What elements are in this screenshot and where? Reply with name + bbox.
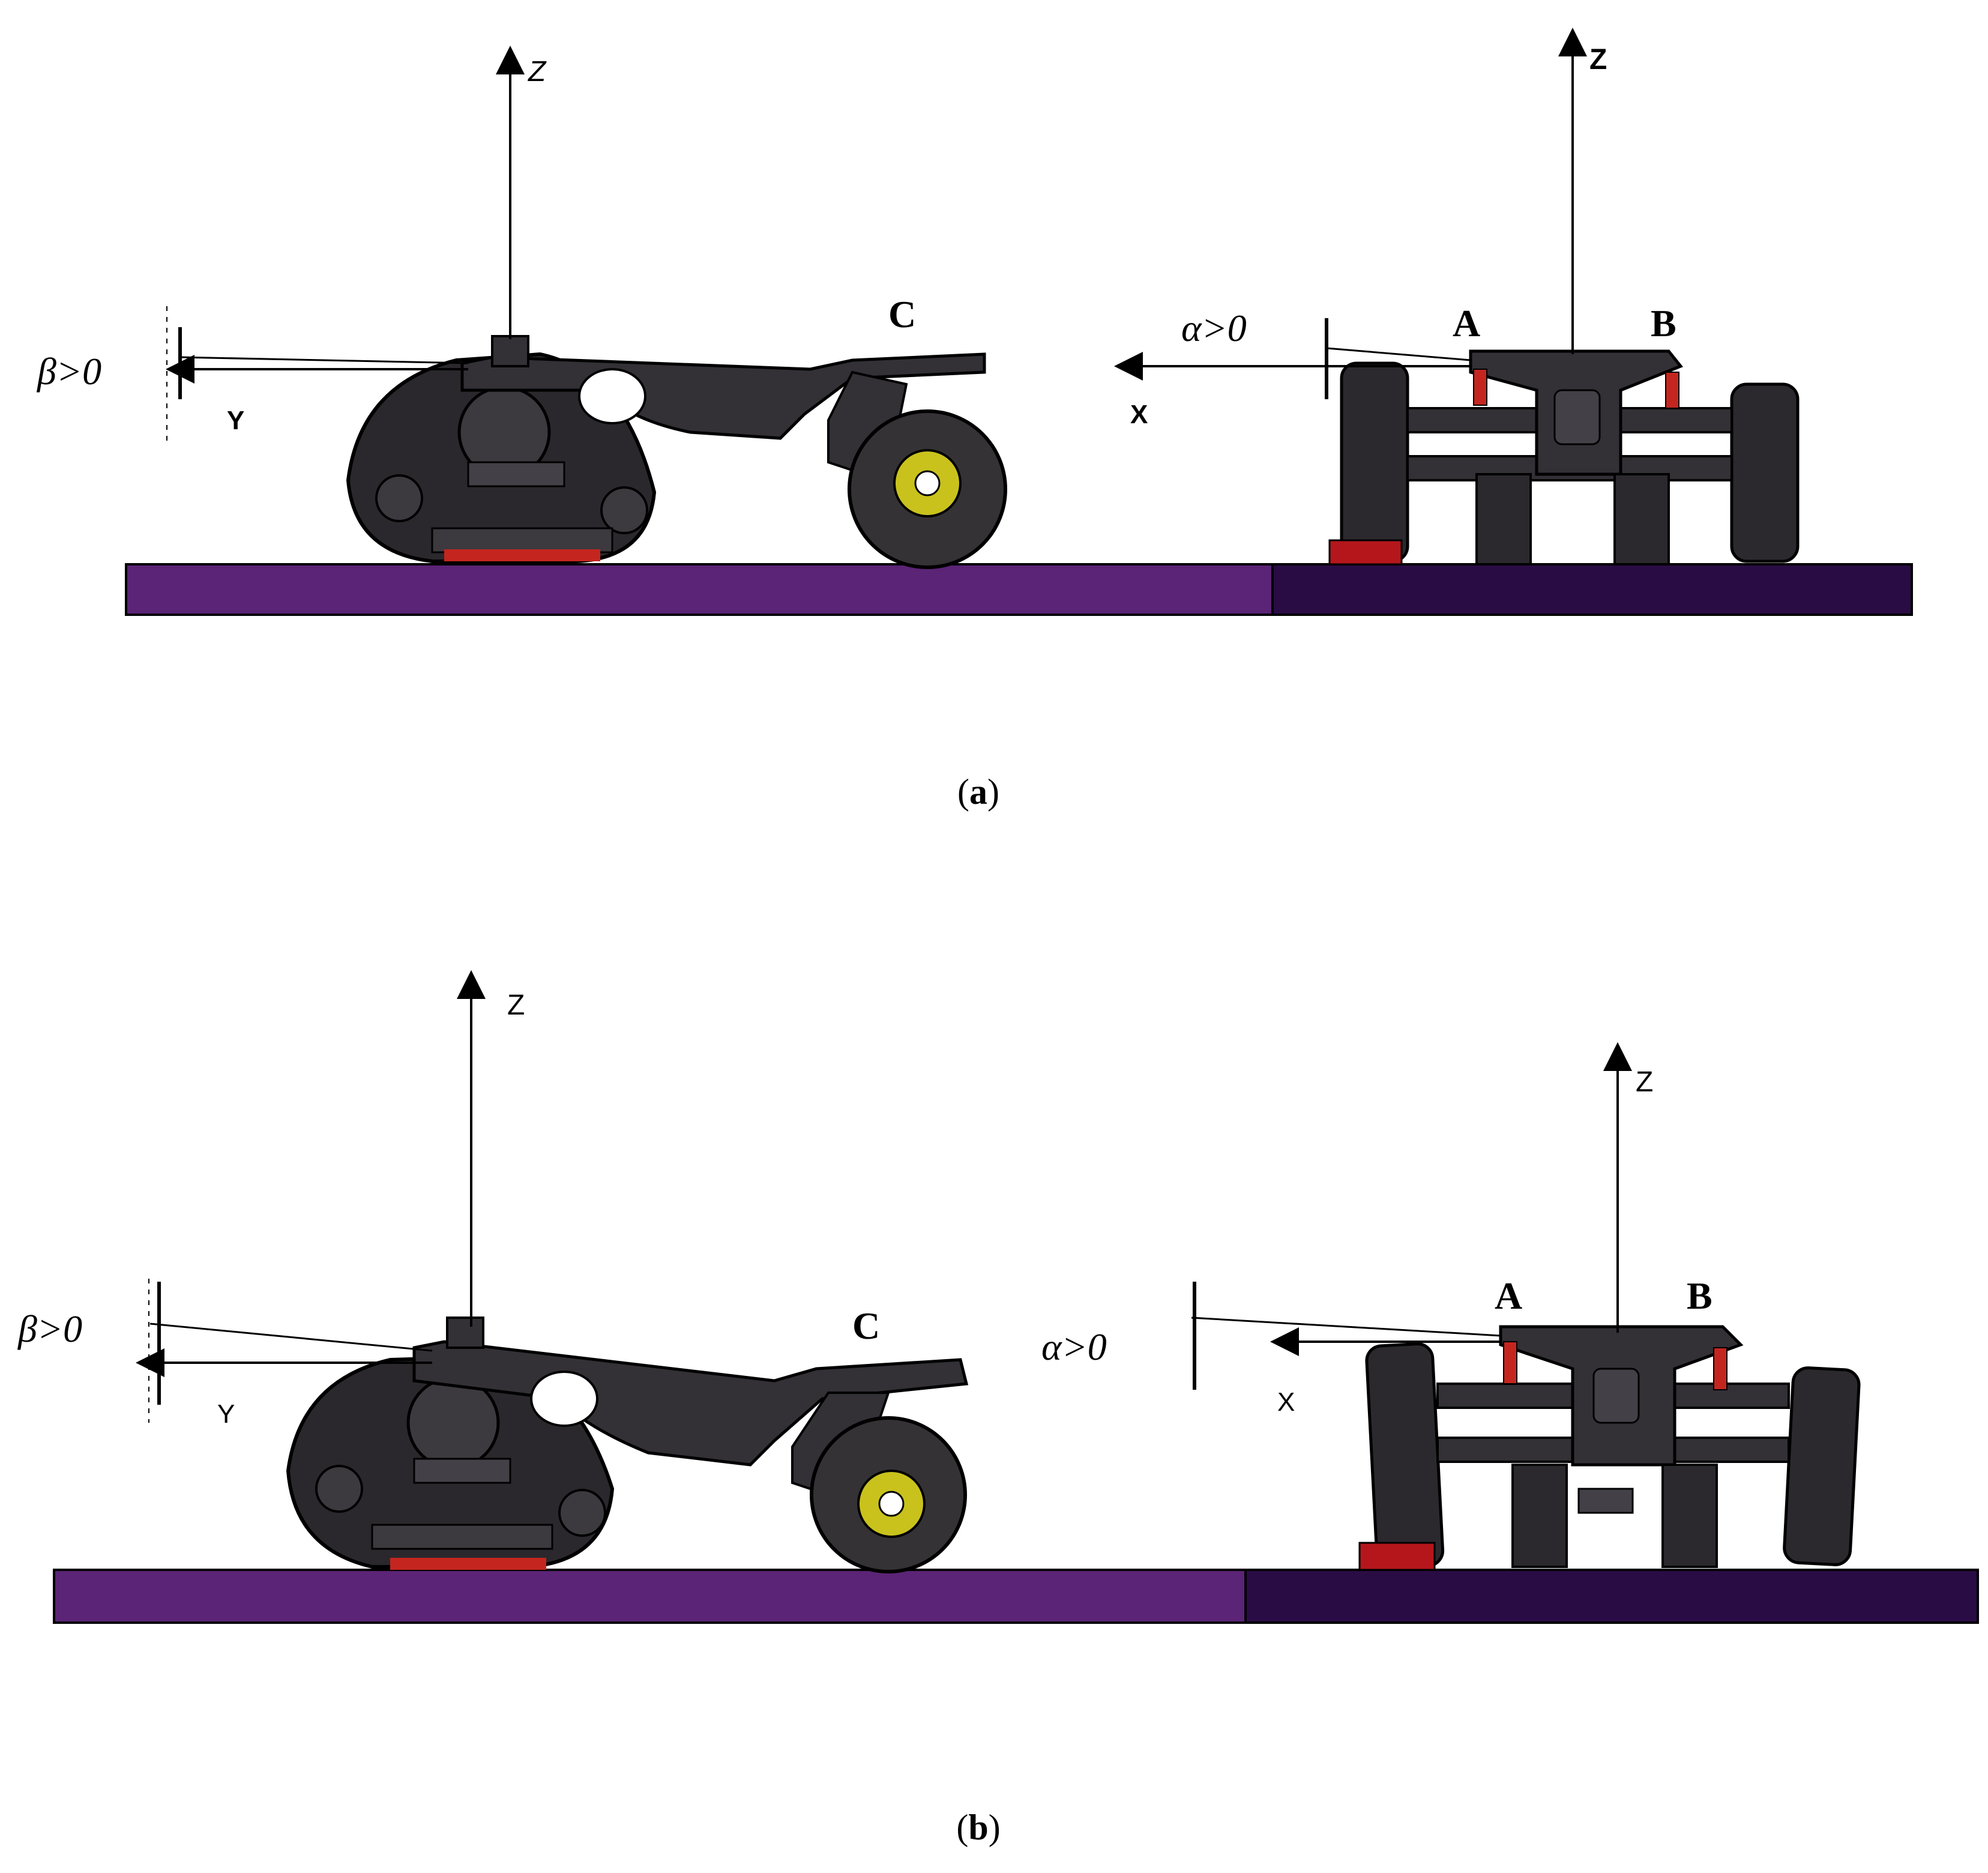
tilt-line-side-a bbox=[179, 356, 469, 364]
point-a-label-b: A bbox=[1495, 1274, 1522, 1317]
x-axis-label-front-a: X bbox=[1130, 400, 1148, 429]
ground-left-b bbox=[53, 1569, 1247, 1624]
side-view-vehicle-a bbox=[346, 335, 1007, 569]
red-block-a bbox=[1328, 539, 1403, 566]
panel-a: Z Y β>0 C Z X α>0 A B bbox=[36, 28, 1913, 616]
ground-right-a bbox=[1271, 563, 1913, 616]
ground-right-b bbox=[1244, 1569, 1979, 1624]
beta-label-b: β>0 bbox=[17, 1307, 82, 1350]
y-axis-label-side-b: Y bbox=[217, 1399, 235, 1429]
z-axis-label-front-a: Z bbox=[1589, 44, 1607, 76]
front-view-vehicle-a bbox=[1328, 349, 1800, 566]
side-view-vehicle-b bbox=[286, 1317, 969, 1573]
y-axis-label-side-a: Y bbox=[227, 406, 244, 435]
front-view-vehicle-b bbox=[1358, 1325, 1861, 1571]
tilt-line-front-a bbox=[1326, 347, 1471, 361]
panel-b: Z Y β>0 C Z X α>0 A B bbox=[17, 970, 1979, 1624]
point-c-label-a: C bbox=[888, 293, 916, 336]
red-block-b bbox=[1358, 1542, 1436, 1571]
point-a-label-a: A bbox=[1453, 302, 1480, 345]
alpha-label-b: α>0 bbox=[1041, 1326, 1107, 1368]
point-b-label-b: B bbox=[1687, 1274, 1712, 1317]
z-axis-label-front-b: Z bbox=[1636, 1066, 1653, 1098]
caption-b: (b) bbox=[956, 1808, 1001, 1847]
beta-label-a: β>0 bbox=[36, 350, 101, 393]
point-c-label-b: C bbox=[852, 1304, 880, 1347]
left-track-a bbox=[1340, 361, 1409, 563]
sprocket-b bbox=[406, 1376, 500, 1470]
point-b-label-a: B bbox=[1651, 302, 1676, 345]
left-track-b bbox=[1365, 1342, 1445, 1569]
right-track-a bbox=[1730, 382, 1800, 563]
x-axis-label-front-b: X bbox=[1277, 1387, 1295, 1417]
tilt-line-front-b bbox=[1191, 1317, 1501, 1337]
z-axis-label-side-b: Z bbox=[507, 989, 525, 1021]
tilt-line-side-b bbox=[149, 1323, 433, 1352]
alpha-label-a: α>0 bbox=[1181, 307, 1247, 349]
ground-left-a bbox=[125, 563, 1274, 616]
z-axis-label-side-a: Z bbox=[528, 56, 547, 88]
right-track-b bbox=[1783, 1366, 1861, 1566]
caption-a: (a) bbox=[957, 772, 999, 812]
